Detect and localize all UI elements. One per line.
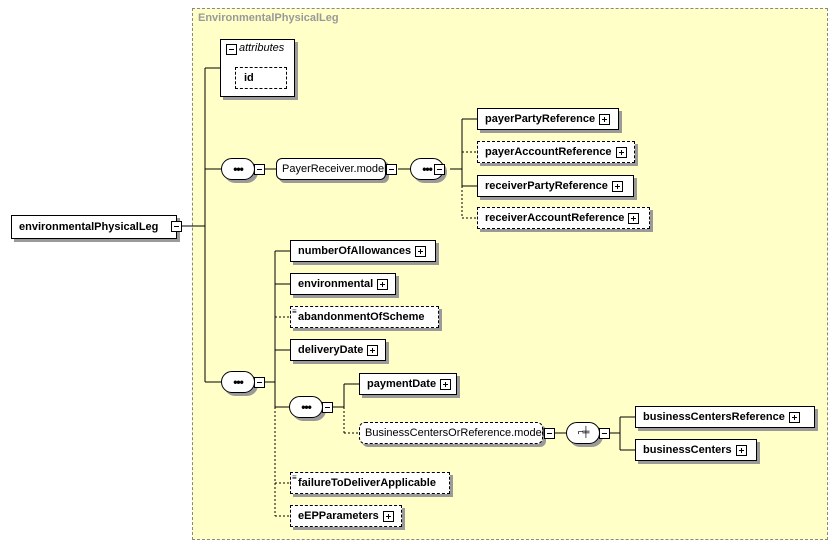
element-label: paymentDate xyxy=(367,377,437,390)
element-label: payerPartyReference xyxy=(485,112,596,125)
simple-content-icon: ≡ xyxy=(292,473,297,482)
element-abandonment-of-scheme[interactable]: ≡ abandonmentOfScheme xyxy=(290,306,439,328)
element-label: abandonmentOfScheme xyxy=(298,310,425,323)
element-label: receiverPartyReference xyxy=(485,179,608,192)
expand-icon[interactable] xyxy=(415,245,427,257)
root-element[interactable]: environmentalPhysicalLeg xyxy=(11,215,177,239)
expand-icon[interactable] xyxy=(377,278,389,290)
expand-icon[interactable] xyxy=(628,212,640,224)
expand-icon[interactable] xyxy=(382,510,394,522)
choice-compositor[interactable]: ⌐╪ xyxy=(566,422,600,444)
expand-icon[interactable] xyxy=(788,411,800,423)
expand-icon[interactable] xyxy=(615,146,627,158)
sequence-symbol: ••• xyxy=(233,375,244,389)
simple-content-icon: ≡ xyxy=(292,307,297,316)
element-environmental[interactable]: environmental xyxy=(290,273,396,295)
element-number-of-allowances[interactable]: numberOfAllowances xyxy=(290,240,436,262)
element-label: payerAccountReference xyxy=(485,145,612,158)
element-payment-date[interactable]: paymentDate xyxy=(359,373,457,395)
element-payer-account-reference[interactable]: payerAccountReference xyxy=(477,141,635,163)
business-centers-or-reference-label: BusinessCentersOrReference.model xyxy=(365,426,545,439)
expand-icon[interactable] xyxy=(735,444,747,456)
collapse-sequence-2-toggle[interactable] xyxy=(434,164,445,175)
element-label: numberOfAllowances xyxy=(298,244,412,257)
element-label: eEPParameters xyxy=(298,509,379,522)
sequence-compositor-4[interactable]: ••• xyxy=(289,396,323,418)
sequence-symbol: ••• xyxy=(233,162,244,176)
element-eep-parameters[interactable]: eEPParameters xyxy=(290,505,402,527)
collapse-choice-toggle[interactable] xyxy=(599,428,610,439)
collapse-attributes-toggle[interactable] xyxy=(226,44,237,55)
collapse-root-toggle[interactable] xyxy=(171,221,182,232)
sequence-symbol: ••• xyxy=(301,400,312,414)
element-label: receiverAccountReference xyxy=(485,211,625,224)
element-receiver-party-reference[interactable]: receiverPartyReference xyxy=(477,175,634,197)
sequence-symbol: ••• xyxy=(422,162,433,176)
expand-icon[interactable] xyxy=(367,344,379,356)
choice-symbol: ⌐╪ xyxy=(577,427,590,438)
sequence-compositor-1[interactable]: ••• xyxy=(221,158,255,180)
payer-receiver-model[interactable]: PayerReceiver.model xyxy=(276,158,387,180)
element-delivery-date[interactable]: deliveryDate xyxy=(290,339,386,361)
attribute-id-label: id xyxy=(244,72,254,84)
region-title: EnvironmentalPhysicalLeg xyxy=(198,12,339,24)
sequence-compositor-3[interactable]: ••• xyxy=(221,371,255,393)
expand-icon[interactable] xyxy=(599,113,611,125)
element-label: environmental xyxy=(298,277,374,290)
expand-icon[interactable] xyxy=(611,180,623,192)
payer-receiver-model-label: PayerReceiver.model xyxy=(282,162,387,175)
collapse-sequence-3-toggle[interactable] xyxy=(254,377,265,388)
element-receiver-account-reference[interactable]: receiverAccountReference xyxy=(477,207,650,229)
element-label: deliveryDate xyxy=(298,343,364,356)
attribute-id[interactable]: id xyxy=(235,67,287,89)
element-label: businessCentersReference xyxy=(643,410,785,423)
element-failure-to-deliver-applicable[interactable]: ≡ failureToDeliverApplicable xyxy=(290,472,450,494)
expand-icon[interactable] xyxy=(440,378,452,390)
element-label: businessCenters xyxy=(643,443,732,456)
collapse-sequence-4-toggle[interactable] xyxy=(322,402,333,413)
collapse-sequence-1-toggle[interactable] xyxy=(254,164,265,175)
business-centers-or-reference-model[interactable]: BusinessCentersOrReference.model xyxy=(359,422,545,444)
element-label: failureToDeliverApplicable xyxy=(298,476,436,489)
root-element-label: environmentalPhysicalLeg xyxy=(19,220,159,233)
attributes-heading: attributes xyxy=(239,42,285,54)
element-payer-party-reference[interactable]: payerPartyReference xyxy=(477,108,619,130)
element-business-centers-reference[interactable]: businessCentersReference xyxy=(635,406,815,428)
collapse-model-2-toggle[interactable] xyxy=(544,428,555,439)
attributes-group: attributes id xyxy=(220,39,295,97)
element-business-centers[interactable]: businessCenters xyxy=(635,439,757,461)
collapse-model-toggle[interactable] xyxy=(386,164,397,175)
